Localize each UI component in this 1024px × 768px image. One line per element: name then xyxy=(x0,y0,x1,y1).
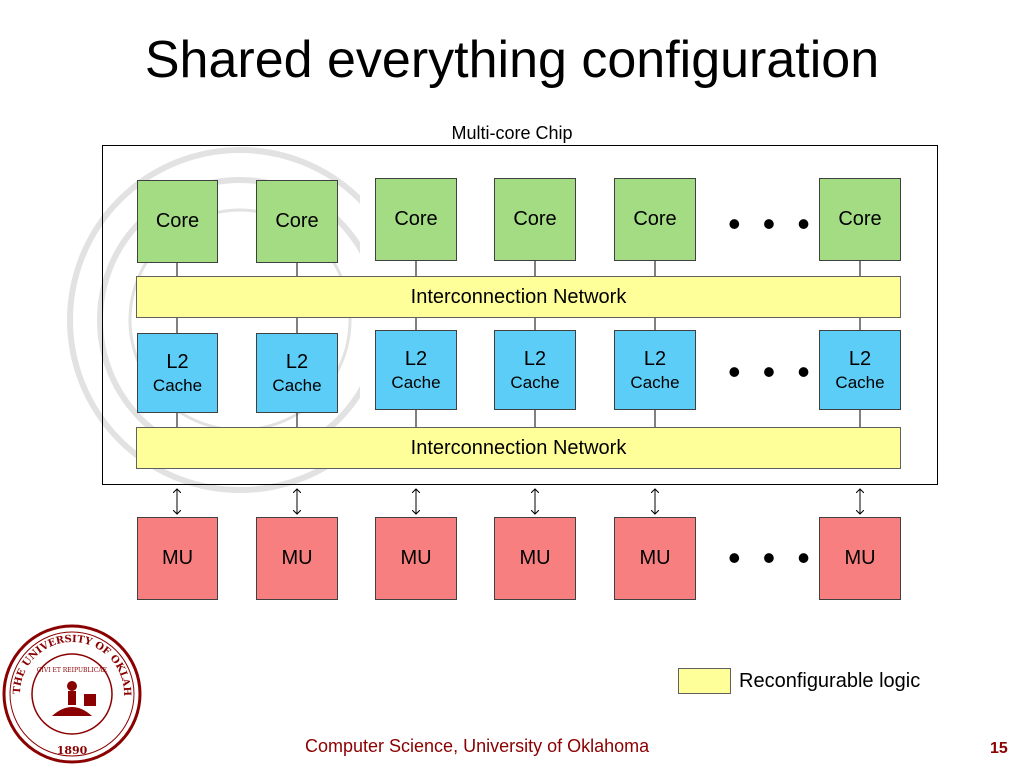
l2-cache-1-title: L2 xyxy=(166,351,189,373)
footer-institution: Computer Science, University of Oklahoma xyxy=(305,736,650,756)
l2-cache-1-subtitle: Cache xyxy=(152,376,203,395)
memory-unit-5: MU xyxy=(614,517,696,600)
seal-year: 1890 xyxy=(57,744,88,757)
l2-cache-4-title: L2 xyxy=(523,348,547,370)
l2-ellipsis: • • • xyxy=(728,351,816,392)
legend-label: Reconfigurable logic xyxy=(739,670,921,692)
memory-unit-4: MU xyxy=(494,517,576,600)
core-3: Core xyxy=(375,178,457,261)
seal-motto: CIVI ET REIPUBLICAE xyxy=(37,667,107,674)
memory-unit-6: MU xyxy=(819,517,901,600)
multi-core-chip-label: Multi-core Chip xyxy=(451,123,573,143)
core-6: Core xyxy=(819,178,901,261)
legend-swatch-reconfigurable xyxy=(678,668,731,694)
l2-cache-5: L2 Cache xyxy=(614,330,696,410)
l2-cache-2-title: L2 xyxy=(285,351,309,373)
l2-cache-5-title: L2 xyxy=(643,348,667,370)
l2-cache-3-title: L2 xyxy=(404,348,428,370)
l2-cache-4-subtitle: Cache xyxy=(510,373,560,392)
page-number: 15 xyxy=(990,740,1008,757)
l2-cache-3-subtitle: Cache xyxy=(391,373,441,392)
l2-cache-1: L2 Cache xyxy=(137,333,218,413)
multi-core-chip-boundary xyxy=(102,145,938,485)
l2-cache-3: L2 Cache xyxy=(375,330,457,410)
l2-cache-6: L2 Cache xyxy=(819,330,901,410)
core-4: Core xyxy=(494,178,576,261)
l2-cache-6-subtitle: Cache xyxy=(835,373,885,392)
core-2: Core xyxy=(256,180,338,263)
l2-cache-4: L2 Cache xyxy=(494,330,576,410)
university-seal-logo: THE UNIVERSITY OF OKLAHOMA CIVI ET REIPU… xyxy=(0,620,142,764)
memory-unit-1: MU xyxy=(137,517,218,600)
l2-cache-2-subtitle: Cache xyxy=(272,376,322,395)
slide-title: Shared everything configuration xyxy=(144,31,880,89)
interconnection-network-top: Interconnection Network xyxy=(136,276,901,318)
l2-cache-6-title: L2 xyxy=(848,348,872,370)
l2-cache-5-subtitle: Cache xyxy=(630,373,680,392)
core-1: Core xyxy=(137,180,218,263)
l2-cache-2: L2 Cache xyxy=(256,333,338,413)
interconnection-network-bottom: Interconnection Network xyxy=(136,427,901,469)
memory-unit-2: MU xyxy=(256,517,338,600)
core-ellipsis: • • • xyxy=(728,203,816,244)
memory-unit-3: MU xyxy=(375,517,457,600)
core-5: Core xyxy=(614,178,696,261)
mu-ellipsis: • • • xyxy=(728,537,816,578)
